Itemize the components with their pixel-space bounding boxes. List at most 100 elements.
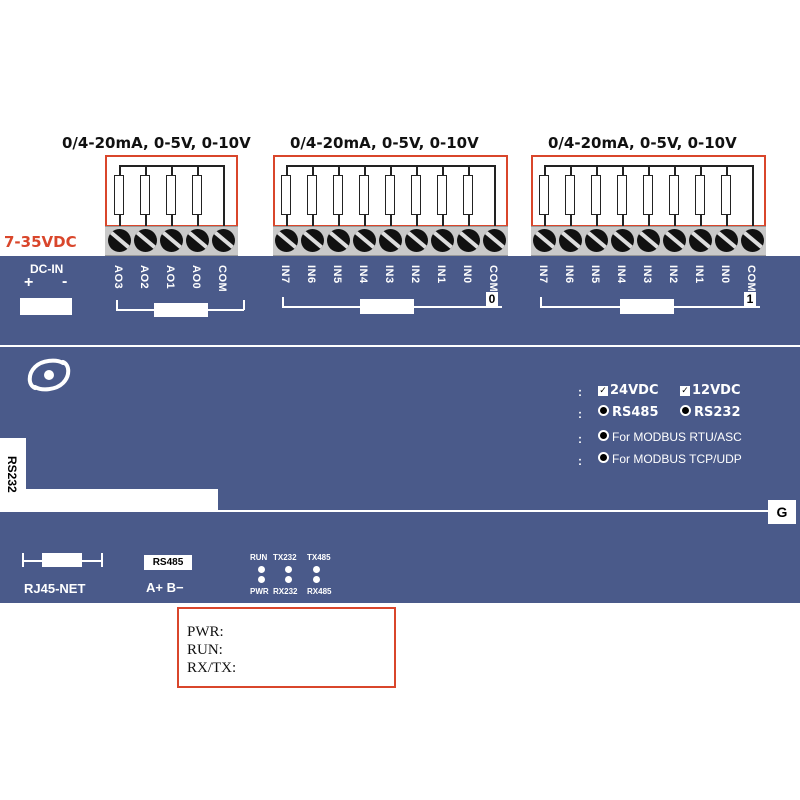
option-modbus-tcp-label: For MODBUS TCP/UDP [612, 452, 742, 466]
ai0-pin-label: IN6 [305, 265, 317, 284]
ai1-resistor-lead [544, 215, 546, 227]
option-colon-4: : [578, 454, 582, 468]
dc-in-connector [20, 298, 72, 315]
ao-resistor-lead [119, 215, 121, 227]
ai1-screw-terminal [533, 229, 556, 252]
ai1-pin-label: IN3 [641, 265, 653, 284]
status-legend-box: PWR: RUN: RX/TX: [177, 607, 396, 688]
ao-screw-terminal [134, 229, 157, 252]
ai1-group-number: 1 [744, 292, 756, 306]
ai1-pin-label: IN1 [693, 265, 705, 284]
ai0-com-wire [494, 165, 496, 227]
range-label-ai0: 0/4-20mA, 0-5V, 0-10V [290, 134, 479, 152]
ao-resistor-lead [171, 215, 173, 227]
ai1-pin-label: IN0 [719, 265, 731, 284]
ai0-resistor [463, 175, 473, 215]
rj45-connector [42, 553, 82, 567]
option-colon-1: : [578, 385, 582, 399]
ai1-resistor [539, 175, 549, 215]
ai0-pin-label: IN7 [279, 265, 291, 284]
option-24vdc: ✓24VDC [598, 383, 658, 398]
ai1-pin-label: COM [745, 265, 757, 293]
ai1-screw-terminal [611, 229, 634, 252]
ao-resistor [192, 175, 202, 215]
rs232-connector-bar [0, 489, 218, 512]
ai1-resistor-lead [674, 215, 676, 227]
ai0-screw-terminal [457, 229, 480, 252]
option-colon-2: : [578, 407, 582, 421]
rs485-badge: RS485 [144, 555, 192, 570]
resistor-top-lead [312, 165, 314, 175]
ai1-resistor-lead [570, 215, 572, 227]
resistor-top-lead [364, 165, 366, 175]
ao-pin-label: AO2 [138, 265, 150, 290]
ai0-pin-label: IN4 [357, 265, 369, 284]
ai0-pin-label: IN2 [409, 265, 421, 284]
ao-pin-label: AO1 [164, 265, 176, 290]
resistor-top-lead [544, 165, 546, 175]
option-rs232-label: RS232 [694, 405, 741, 420]
ai0-resistor [281, 175, 291, 215]
dot-rs485-icon [598, 405, 609, 416]
ai1-pin-label: IN5 [589, 265, 601, 284]
ai1-screw-terminal [689, 229, 712, 252]
ai0-resistor-lead [364, 215, 366, 227]
ai0-resistor-lead [442, 215, 444, 227]
ai0-screw-terminal [431, 229, 454, 252]
rj45-label: RJ45-NET [24, 581, 86, 596]
ai0-resistor [411, 175, 421, 215]
ai1-pin-label: IN4 [615, 265, 627, 284]
ai1-screw-terminal [585, 229, 608, 252]
ai1-pin-label: IN6 [563, 265, 575, 284]
ai0-screw-terminal [405, 229, 428, 252]
dot-modbus-tcp-icon [598, 452, 609, 463]
option-modbus-rtu: For MODBUS RTU/ASC [598, 430, 742, 444]
dc-in-label: DC-IN [30, 262, 64, 276]
ai1-resistor-lead [726, 215, 728, 227]
option-12vdc-label: 12VDC [692, 383, 741, 398]
ai0-resistor-lead [312, 215, 314, 227]
ao-resistor [140, 175, 150, 215]
resistor-top-lead [622, 165, 624, 175]
ao-resistor [166, 175, 176, 215]
led-label-rx485: RX485 [307, 587, 332, 596]
ai1-resistor [565, 175, 575, 215]
ai1-resistor [617, 175, 627, 215]
ai1-screw-terminal [559, 229, 582, 252]
logo-icon [26, 358, 72, 397]
resistor-top-lead [286, 165, 288, 175]
ai0-pin-label: IN0 [461, 265, 473, 284]
ai1-resistor-lead [596, 215, 598, 227]
range-label-ao: 0/4-20mA, 0-5V, 0-10V [62, 134, 251, 152]
ao-resistor-lead [197, 215, 199, 227]
led-run [258, 566, 265, 573]
option-colon-3: : [578, 432, 582, 446]
ai0-resistor [333, 175, 343, 215]
power-range-label: 7-35VDC [4, 233, 77, 251]
ao-bus [119, 165, 223, 167]
ai0-pin-label: IN3 [383, 265, 395, 284]
ai1-screw-terminal [663, 229, 686, 252]
option-rs485: RS485 [598, 405, 659, 420]
ai0-resistor-lead [390, 215, 392, 227]
ai1-resistor-lead [622, 215, 624, 227]
ai0-bus [286, 165, 494, 167]
ao-pin-label: AO3 [112, 265, 124, 290]
resistor-top-lead [674, 165, 676, 175]
led-rx232 [285, 576, 292, 583]
ao-pin-label: COM [216, 265, 228, 293]
ai1-screw-terminal [741, 229, 764, 252]
led-tx485 [313, 566, 320, 573]
ai0-pin-label: COM [487, 265, 499, 293]
ai0-screw-terminal [353, 229, 376, 252]
ai0-screw-terminal [379, 229, 402, 252]
ai1-screw-terminal [715, 229, 738, 252]
ai1-resistor-lead [700, 215, 702, 227]
option-rs485-label: RS485 [612, 405, 659, 420]
option-modbus-tcp: For MODBUS TCP/UDP [598, 452, 742, 466]
ai0-pin-label: IN1 [435, 265, 447, 284]
status-rxtx: RX/TX: [187, 660, 237, 676]
led-label-tx485: TX485 [307, 553, 331, 562]
resistor-top-lead [570, 165, 572, 175]
option-12vdc: ✓12VDC [680, 383, 740, 398]
